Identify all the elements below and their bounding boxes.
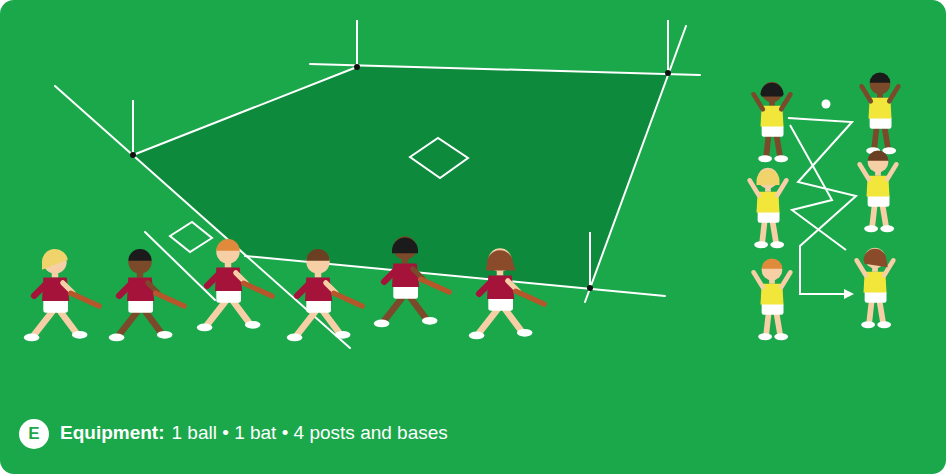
equipment-list: 1 ball • 1 bat • 4 posts and bases xyxy=(172,422,448,444)
pitch xyxy=(55,20,700,348)
passing-path xyxy=(788,118,856,294)
fielders xyxy=(750,73,899,341)
equipment-line: Equipment: 1 ball • 1 bat • 4 posts and b… xyxy=(60,422,448,444)
batters xyxy=(24,236,544,341)
ball xyxy=(822,100,831,109)
icon-badge: E xyxy=(19,419,49,449)
equipment-heading: Equipment: xyxy=(60,422,165,444)
icon-letter: E xyxy=(28,424,39,444)
